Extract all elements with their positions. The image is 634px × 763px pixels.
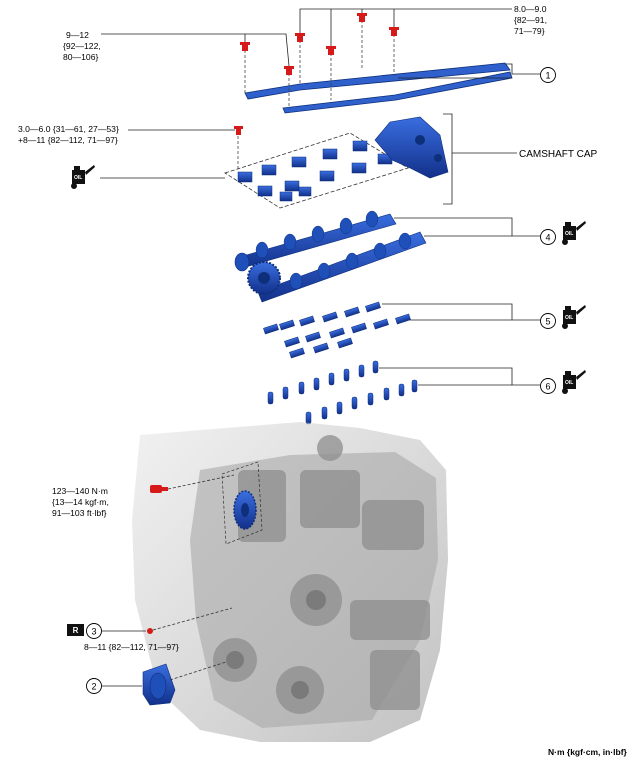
svg-text:OIL: OIL: [565, 315, 573, 321]
cover-torque-line1: 8.0—9.0: [514, 4, 547, 14]
svg-text:OIL: OIL: [74, 175, 82, 181]
cover-gasket: [244, 62, 513, 114]
callout-4: 4: [540, 229, 556, 245]
callout-1: 1: [540, 67, 556, 83]
torque-label-crank-bolt: 123—140 N·m {13—14 kgf·m, 91—103 ft·lbf}: [52, 486, 109, 518]
callout-2: 2: [86, 678, 102, 694]
units-legend: N·m {kgf·cm, in·lbf}: [548, 747, 628, 757]
callout-6: 6: [540, 378, 556, 394]
callout-5: 5: [540, 313, 556, 329]
callout-3: 3: [86, 623, 102, 639]
torque-label-cover-right: 8.0—9.0 {82—91, 71—79}: [514, 4, 547, 36]
camshaft-cap-group: [100, 113, 517, 209]
camshaft-cap-label: CAMSHAFT CAP: [519, 149, 597, 160]
svg-text:2: 2: [91, 682, 96, 692]
oil-can-icon: OIL: [562, 370, 586, 394]
svg-text:3: 3: [91, 627, 96, 637]
crank-sprocket: [233, 490, 257, 530]
plug-bolt: [102, 607, 233, 634]
svg-text:4: 4: [545, 233, 550, 243]
oil-can-icon: OIL: [562, 221, 586, 245]
front-oil-seal: [102, 661, 227, 706]
cover-torque-line2: {82—91,: [514, 15, 547, 25]
cover-left-torque-line1: 9—12: [66, 30, 89, 40]
cap-torque-line1: 3.0—6.0 {31—61, 27—53}: [18, 124, 119, 134]
hydraulic-lash-adjusters: [267, 360, 540, 425]
cap-torque-line2: +8—11 {82—112, 71—97}: [18, 135, 118, 145]
torque-label-camshaft-cap: 3.0—6.0 {31—61, 27—53} +8—11 {82—112, 71…: [18, 124, 119, 145]
replace-r-icon: R: [67, 624, 84, 636]
svg-text:1: 1: [545, 71, 550, 81]
svg-text:R: R: [73, 626, 79, 635]
crank-torque-line1: 123—140 N·m: [52, 486, 108, 496]
front-camshaft-cap: [374, 116, 449, 179]
plug-bolt-torque: 8—11 {82—112, 71—97}: [84, 642, 179, 652]
oil-can-icon: OIL: [71, 165, 95, 189]
cover-left-torque-line2: {92—122,: [63, 41, 101, 51]
camshafts: [234, 210, 540, 303]
engine-assembly: [132, 422, 448, 742]
svg-text:OIL: OIL: [565, 231, 573, 237]
oil-can-icon: OIL: [562, 305, 586, 329]
crank-bolt: [150, 474, 235, 493]
camshaft-cap-bolt: [128, 126, 243, 170]
svg-text:6: 6: [545, 382, 550, 392]
cam-sprocket: [247, 261, 281, 295]
torque-label-cover-left: 9—12 {92—122, 80—106}: [63, 30, 101, 62]
crank-torque-line3: 91—103 ft·lbf}: [52, 508, 107, 518]
cover-bolts: [101, 8, 540, 106]
crank-torque-line2: {13—14 kgf·m,: [52, 497, 109, 507]
svg-text:5: 5: [545, 317, 550, 327]
svg-text:OIL: OIL: [565, 380, 573, 386]
cover-torque-line3: 71—79}: [514, 26, 545, 36]
cover-left-torque-line3: 80—106}: [63, 52, 98, 62]
rocker-arms: [263, 301, 540, 359]
